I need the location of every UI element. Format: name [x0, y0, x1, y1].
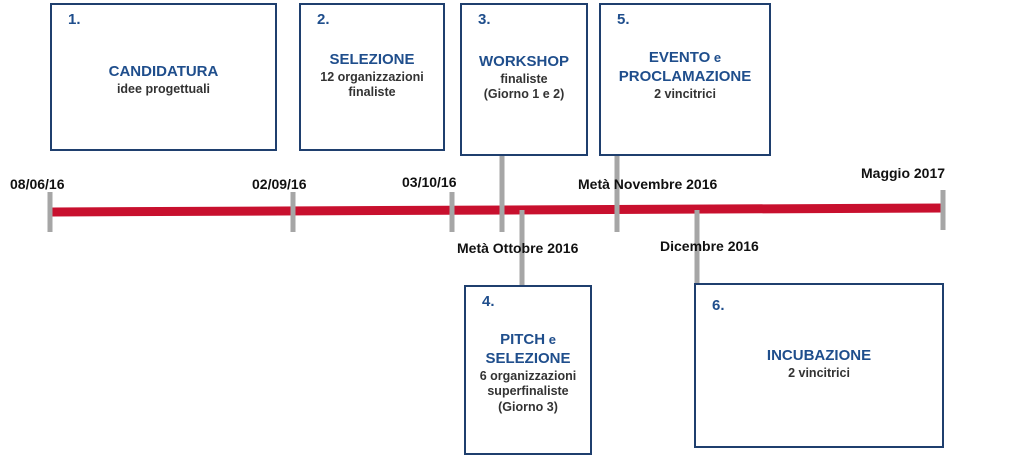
phase-title: CANDIDATURA: [108, 63, 219, 80]
phase-subtitle-line-2: finaliste: [348, 85, 396, 100]
phase-title-line-2: PROCLAMAZIONE: [618, 67, 752, 85]
phase-subtitle: 2 vincitrici: [788, 365, 850, 380]
phase-subtitle-line-2: (Giorno 1 e 2): [483, 87, 565, 102]
phase-number: 5.: [617, 11, 630, 28]
phase-title-suffix: e: [710, 50, 722, 65]
date-label-workshop: 03/10/16: [402, 174, 457, 190]
phase-title-main: EVENTO: [648, 49, 711, 66]
phase-number: 6.: [712, 297, 725, 314]
date-label-selezione: 02/09/16: [252, 176, 307, 192]
phase-title: EVENTO e: [601, 49, 769, 68]
phase-subtitle-line-3: (Giorno 3): [498, 399, 558, 414]
phase-box-evento: 5. EVENTO e PROCLAMAZIONE 2 vincitrici: [599, 3, 771, 156]
date-label-incubazione: Dicembre 2016: [660, 238, 759, 254]
phase-box-candidatura: 1. CANDIDATURA idee progettuali: [50, 3, 277, 151]
phase-number: 4.: [482, 293, 495, 310]
phase-box-selezione: 2. SELEZIONE 12 organizzazioni finaliste: [299, 3, 445, 151]
phase-box-incubazione: 6. INCUBAZIONE 2 vincitrici: [694, 283, 944, 448]
phase-number: 2.: [317, 11, 330, 28]
date-label-evento: Metà Novembre 2016: [578, 176, 718, 192]
date-label-pitch: Metà Ottobre 2016: [457, 240, 579, 256]
phase-subtitle-line-1: 6 organizzazioni: [479, 368, 577, 383]
phase-box-pitch: 4. PITCH e SELEZIONE 6 organizzazioni su…: [464, 285, 592, 455]
phase-subtitle-line-1: 12 organizzazioni: [320, 69, 424, 84]
phase-title: SELEZIONE: [329, 51, 415, 68]
date-label-end: Maggio 2017: [861, 165, 946, 181]
date-label-start: 08/06/16: [10, 176, 65, 192]
phase-number: 1.: [68, 11, 81, 28]
phase-subtitle: idee progettuali: [116, 81, 211, 96]
phase-title: PITCH e: [466, 331, 590, 350]
timeline-bar: [51, 203, 945, 217]
phase-title: INCUBAZIONE: [766, 347, 872, 364]
phase-subtitle-line-1: finaliste: [500, 71, 548, 86]
phase-subtitle-line-2: superfinaliste: [487, 384, 569, 399]
phase-title-line-2: SELEZIONE: [485, 349, 571, 367]
phase-box-workshop: 3. WORKSHOP finaliste (Giorno 1 e 2): [460, 3, 588, 156]
phase-number: 3.: [478, 11, 491, 28]
phase-title-main: PITCH: [500, 331, 546, 348]
phase-subtitle: 2 vincitrici: [654, 86, 716, 101]
phase-title: WORKSHOP: [479, 53, 569, 70]
phase-title-suffix: e: [545, 332, 556, 347]
